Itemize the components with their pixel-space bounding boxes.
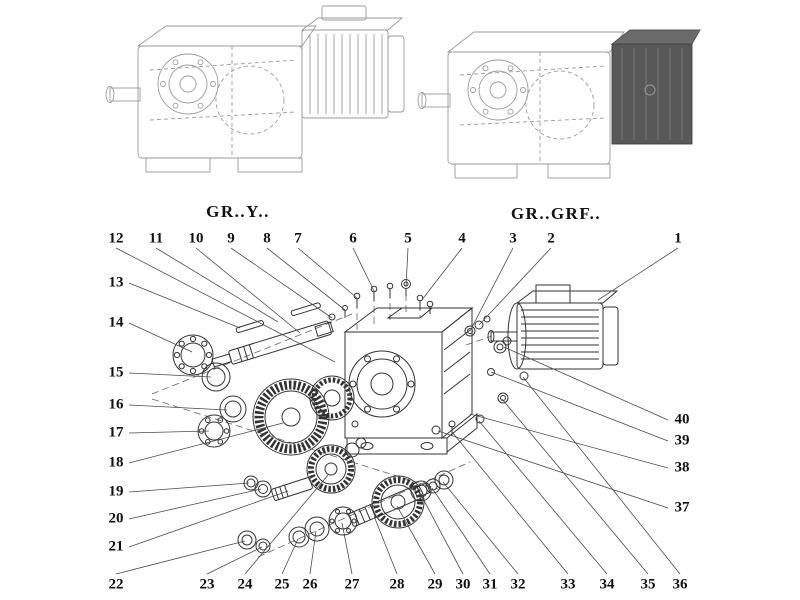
leader-line-12 xyxy=(115,247,336,363)
leader-line-9 xyxy=(230,247,333,319)
leader-line-17 xyxy=(128,430,210,434)
leader-line-11 xyxy=(155,247,279,323)
callout-number-20: 20 xyxy=(108,510,124,527)
leader-line-8 xyxy=(266,247,346,311)
leader-line-6 xyxy=(352,247,375,292)
leader-line-26 xyxy=(309,530,317,575)
callout-number-5: 5 xyxy=(404,230,412,247)
callout-number-13: 13 xyxy=(108,274,124,291)
callout-number-3: 3 xyxy=(509,230,517,247)
leader-line-39 xyxy=(490,371,669,442)
leader-line-30 xyxy=(419,492,464,575)
leader-line-20 xyxy=(128,488,262,520)
left-bearing-stack xyxy=(172,334,247,448)
variant-label-gr-y: GR..Y.. xyxy=(206,202,270,221)
callout-number-1: 1 xyxy=(674,230,682,247)
variant-label-gr-grf: GR..GRF.. xyxy=(510,204,602,223)
leader-line-25 xyxy=(281,538,299,575)
callout-number-37: 37 xyxy=(674,499,690,516)
callout-number-29: 29 xyxy=(427,576,443,593)
leader-line-15 xyxy=(128,372,212,378)
exploded-small-parts xyxy=(448,315,529,436)
leader-line-32 xyxy=(442,481,519,575)
leader-line-28 xyxy=(373,515,398,575)
intermediate-parts xyxy=(237,475,313,554)
callout-number-23: 23 xyxy=(199,576,215,593)
callout-number-27: 27 xyxy=(344,576,360,593)
leader-line-4 xyxy=(420,247,463,302)
leader-line-13 xyxy=(128,282,241,329)
callout-number-17: 17 xyxy=(108,424,124,441)
leader-line-37 xyxy=(437,430,669,509)
callout-number-31: 31 xyxy=(482,576,498,593)
leader-line-18 xyxy=(128,422,284,464)
leader-line-40 xyxy=(503,346,669,421)
gear-cluster xyxy=(252,375,367,494)
leader-line-24 xyxy=(244,474,329,575)
leader-line-27 xyxy=(341,522,353,575)
callout-number-8: 8 xyxy=(263,230,271,247)
callout-number-6: 6 xyxy=(349,230,357,247)
callout-number-12: 12 xyxy=(108,230,124,247)
callout-number-38: 38 xyxy=(674,459,690,476)
leader-line-23 xyxy=(206,546,263,575)
callout-number-11: 11 xyxy=(148,230,164,247)
callout-number-25: 25 xyxy=(274,576,290,593)
leader-line-5 xyxy=(405,247,409,288)
leader-line-22 xyxy=(115,540,246,575)
callout-number-10: 10 xyxy=(188,230,204,247)
callout-number-14: 14 xyxy=(108,314,124,331)
leader-line-29 xyxy=(396,505,436,575)
callout-number-9: 9 xyxy=(227,230,235,247)
leader-line-7 xyxy=(297,247,358,299)
top-fasteners xyxy=(328,279,434,321)
callout-number-18: 18 xyxy=(108,454,124,471)
gr-grf-drawing xyxy=(417,29,701,179)
callout-number-2: 2 xyxy=(547,230,555,247)
callout-number-40: 40 xyxy=(674,411,690,428)
leader-line-16 xyxy=(128,404,228,411)
callout-number-15: 15 xyxy=(108,364,124,381)
leader-line-33 xyxy=(451,431,569,575)
leader-line-1 xyxy=(597,247,679,301)
leader-line-10 xyxy=(195,247,301,334)
callout-number-22: 22 xyxy=(108,576,124,593)
callout-number-24: 24 xyxy=(237,576,253,593)
callout-number-4: 4 xyxy=(458,230,466,247)
gr-y-drawing xyxy=(105,5,405,173)
input-shaft-group xyxy=(211,302,334,368)
leader-line-36 xyxy=(522,376,681,575)
callout-number-21: 21 xyxy=(108,538,124,555)
callout-number-34: 34 xyxy=(599,576,615,593)
leader-line-19 xyxy=(128,482,250,493)
callout-number-19: 19 xyxy=(108,483,124,500)
leader-line-31 xyxy=(431,487,491,575)
callout-number-35: 35 xyxy=(640,576,656,593)
construction-lines xyxy=(151,292,493,558)
exploded-motor xyxy=(487,284,619,370)
leader-line-21 xyxy=(128,490,289,548)
leader-line-2 xyxy=(478,247,552,326)
callout-number-39: 39 xyxy=(674,432,690,449)
leader-line-14 xyxy=(128,322,193,353)
callout-number-16: 16 xyxy=(108,396,124,413)
leader-line-38 xyxy=(469,413,669,469)
callout-number-30: 30 xyxy=(455,576,471,593)
callout-number-7: 7 xyxy=(294,230,302,247)
output-shaft-group xyxy=(288,470,454,548)
callout-number-26: 26 xyxy=(302,576,318,593)
leader-line-3 xyxy=(469,247,514,332)
leader-line-35 xyxy=(501,398,649,575)
callout-number-32: 32 xyxy=(510,576,526,593)
leader-lines xyxy=(115,247,681,575)
exploded-housing xyxy=(343,306,478,455)
leader-line-34 xyxy=(478,420,608,575)
callout-number-28: 28 xyxy=(389,576,405,593)
exploded-view xyxy=(151,279,619,558)
callout-number-33: 33 xyxy=(560,576,576,593)
callout-number-36: 36 xyxy=(672,576,688,593)
